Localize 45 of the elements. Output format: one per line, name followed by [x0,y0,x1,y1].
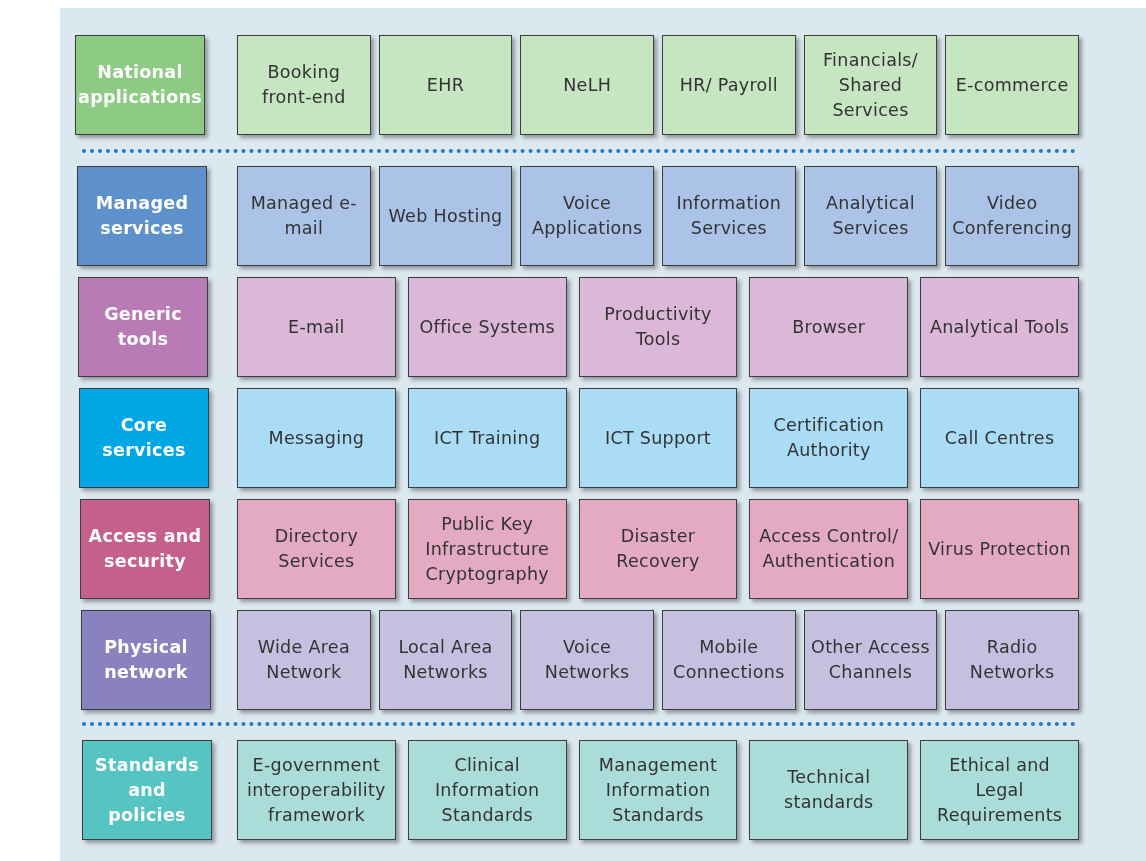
service-box: Analytical Services [803,166,938,266]
service-box: Local Area Networks [378,610,513,710]
service-box: Radio Networks [945,610,1079,710]
service-box: NeLH [520,35,654,135]
service-box: E-commerce [945,35,1079,135]
service-box: Access Control/ Authentication [749,499,909,599]
service-box: Analytical Tools [920,277,1079,377]
service-box: Voice Applications [520,166,654,266]
service-box: Browser [749,277,909,377]
service-box: Voice Networks [520,610,654,710]
service-box: E-government interoperability framework [237,740,396,840]
service-box: Disaster Recovery [578,499,738,599]
service-box: Messaging [237,388,396,488]
service-box: Management Information Standards [578,740,738,840]
service-box: Information Services [662,166,796,266]
layer-heading-box: Generic tools [78,277,208,377]
service-box: Productivity Tools [578,277,738,377]
layer-heading-box: Managed services [77,166,207,266]
service-box: Office Systems [407,277,567,377]
service-box: Managed e-mail [237,166,371,266]
service-box: Certification Authority [749,388,909,488]
layer-heading-box: Access and security [80,499,210,599]
service-box: Booking front-end [237,35,371,135]
service-box: HR/ Payroll [662,35,796,135]
service-box: Directory Services [237,499,396,599]
service-box: EHR [378,35,513,135]
service-box: Other Access Channels [803,610,938,710]
layer-heading-box: Physical network [81,610,211,710]
service-box: Ethical and Legal Requirements [920,740,1079,840]
layer-heading-box: National applications [75,35,205,135]
service-box: Financials/ Shared Services [803,35,938,135]
service-box: Public Key Infrastructure Cryptography [407,499,567,599]
service-box: Video Conferencing [945,166,1079,266]
layer-heading-box: Standards and policies [82,740,212,840]
service-box: Web Hosting [378,166,513,266]
service-box: ICT Training [407,388,567,488]
service-box: E-mail [237,277,396,377]
layer-heading-box: Core services [79,388,209,488]
service-box: Clinical Information Standards [407,740,567,840]
service-box: Wide Area Network [237,610,371,710]
service-box: ICT Support [578,388,738,488]
service-box: Technical standards [749,740,909,840]
service-box: Call Centres [920,388,1079,488]
service-box: Virus Protection [920,499,1079,599]
service-box: Mobile Connections [662,610,796,710]
